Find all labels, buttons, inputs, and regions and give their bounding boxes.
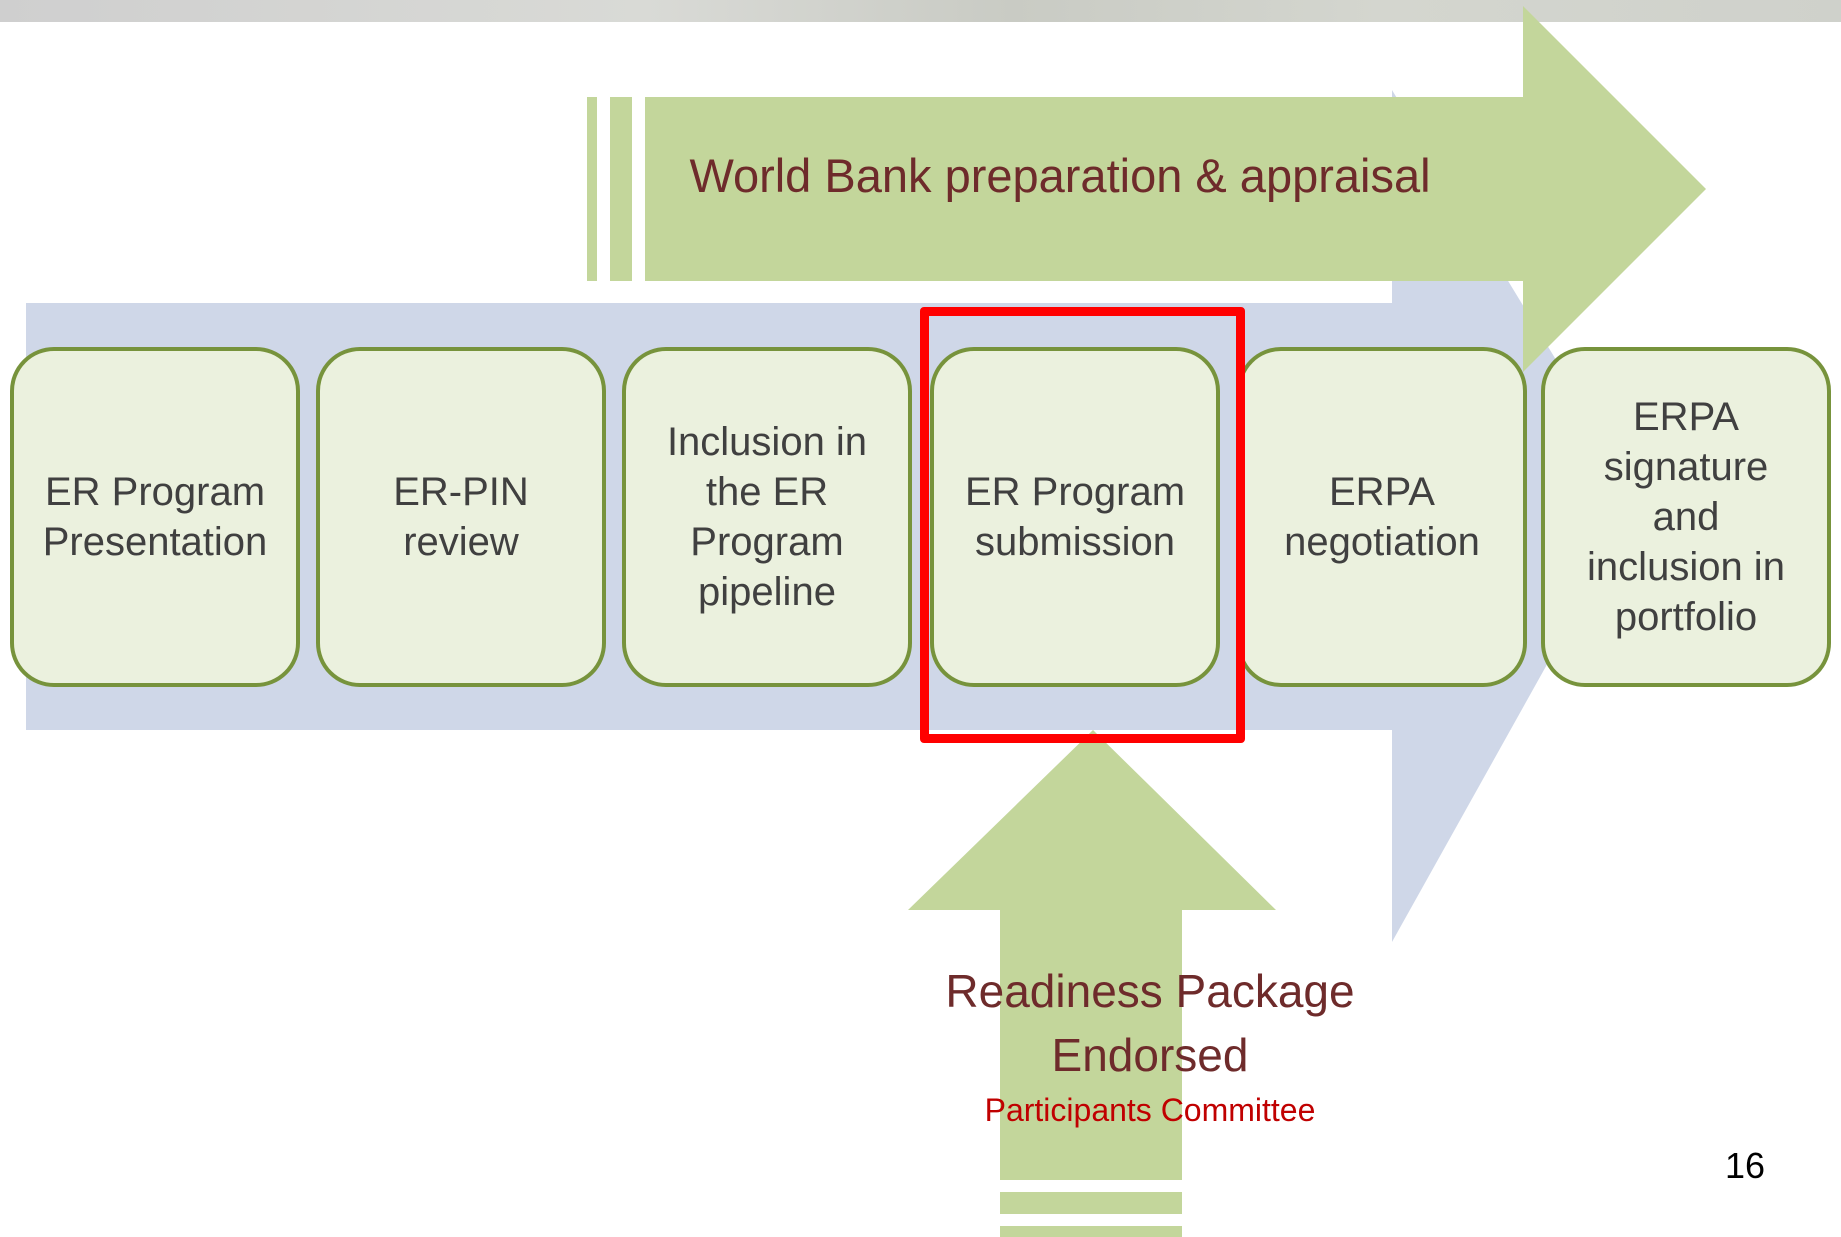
wb-arrow-tail-stripe: [587, 97, 597, 281]
wb-arrow-tail-stripe: [610, 97, 632, 281]
readiness-arrow-tail-stripe: [1000, 1226, 1182, 1237]
header-image-band: [0, 0, 1841, 22]
readiness-label: Readiness Package: [945, 965, 1355, 1017]
readiness-arrow-tail-stripe: [1000, 1192, 1182, 1214]
step-erpa-negotiation: ERPA negotiation: [1237, 347, 1527, 687]
step-er-program-submission: ER Program submission: [930, 347, 1220, 687]
page-number: 16: [1724, 1145, 1766, 1186]
step-er-pin-review: ER-PIN review: [316, 347, 606, 687]
participants-committee-label: Participants Committee: [984, 1091, 1316, 1128]
step-erpa-signature: ERPA signature and inclusion in portfoli…: [1541, 347, 1831, 687]
highlight-box: [920, 307, 1245, 743]
wb-arrow-label: World Bank preparation & appraisal: [689, 148, 1431, 202]
wb-arrow: [645, 6, 1706, 372]
readiness-arrow: [908, 730, 1276, 1180]
step-er-program-presentation: ER Program Presentation: [10, 347, 300, 687]
endorsed-label: Endorsed: [1051, 1029, 1249, 1081]
step-inclusion-pipeline: Inclusion in the ER Program pipeline: [622, 347, 912, 687]
